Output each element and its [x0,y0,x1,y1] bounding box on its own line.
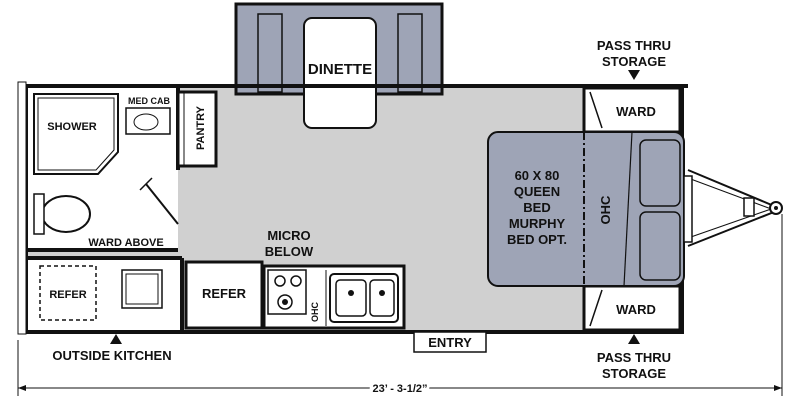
micro-below-label-2: BELOW [265,244,314,259]
kitchen-counter [262,264,406,330]
pass-thru-top-label-1: PASS THRU [597,38,671,53]
ward-bottom-label: WARD [616,302,656,317]
pass-thru-top-label-2: STORAGE [602,54,666,69]
pillow-bottom [639,211,681,281]
outside-kitchen [28,256,184,330]
med-cab-label: MED CAB [128,96,170,106]
entry-label: ENTRY [428,335,472,350]
micro-below-label-1: MICRO [267,228,310,243]
wardrobes [582,86,682,332]
bed-label-1: 60 X 80 [515,168,560,183]
pass-thru-bottom-marker [628,334,640,344]
bed-label-2: QUEEN [514,184,560,199]
shower-label: SHOWER [47,121,97,133]
queen-bed [487,131,685,287]
pillow-top [639,139,681,207]
bed-label-4: MURPHY [509,216,566,231]
ohc-kitchen-label: OHC [310,302,320,323]
pantry [176,90,218,168]
outside-kitchen-marker [110,334,122,344]
trailer-hitch [683,169,783,247]
toilet [41,195,91,233]
outside-sink [121,269,163,309]
pass-thru-bottom-label-2: STORAGE [602,366,666,381]
bed-label-5: BED OPT. [507,232,567,247]
dinette-table [303,17,377,129]
pass-thru-bottom-label-1: PASS THRU [597,350,671,365]
ward-above-label: WARD ABOVE [88,237,163,249]
shower-stall [33,93,119,175]
pass-thru-top-marker [628,70,640,80]
ohc-bedroom-label: OHC [598,195,613,225]
bath-door [145,183,179,225]
outside-kitchen-label: OUTSIDE KITCHEN [52,348,171,363]
refer-label: REFER [202,286,247,301]
ward-top-label: WARD [616,104,656,119]
kitchen-sink [329,273,399,323]
refrigerator [184,260,264,330]
dinette-label: DINETTE [308,61,372,78]
stove [267,269,307,315]
bed-label-3: BED [523,200,550,215]
length-label: 23’ - 3-1/2” [372,383,427,395]
length-dimension [17,214,783,396]
bathroom [28,88,180,252]
pantry-label: PANTRY [195,105,207,150]
entry-door [413,331,487,353]
dinette-slideout [234,2,444,129]
outside-refer-label: REFER [49,289,86,301]
outside-refer [39,265,97,321]
